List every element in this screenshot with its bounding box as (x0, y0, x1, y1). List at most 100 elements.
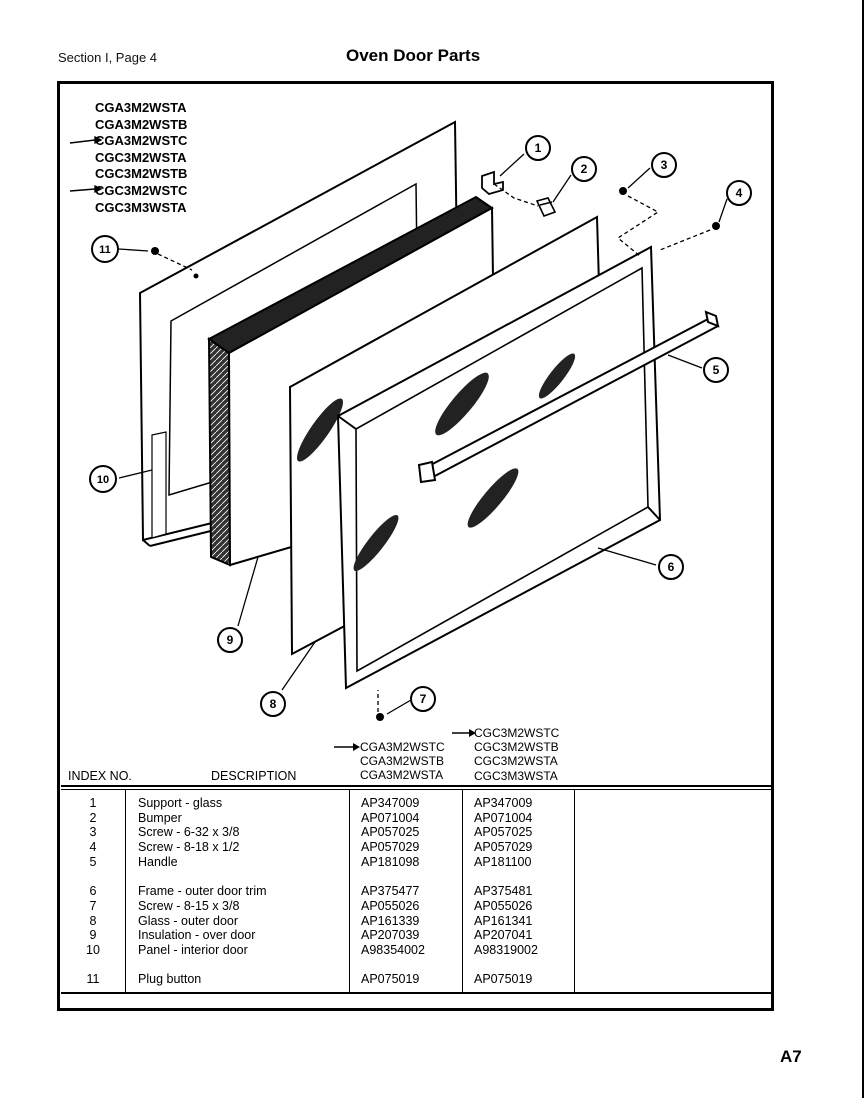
part-column-b: AP347009 AP071004 AP057025 AP057029 AP18… (474, 796, 538, 987)
model-name: CGC3M3WSTA (474, 768, 558, 783)
callout-markers (89, 135, 752, 717)
table-cell: AP181098 (361, 854, 420, 869)
table-cell: AP161339 (361, 913, 420, 928)
callout-label: 1 (535, 141, 542, 155)
door-handle (417, 310, 720, 484)
table-cell: A98319002 (474, 942, 538, 957)
table-cell: AP057025 (474, 825, 533, 840)
table-cell: Screw - 6-32 x 3/8 (138, 825, 240, 840)
table-cell: Glass - outer door (138, 913, 239, 928)
callout-5 (703, 357, 729, 383)
table-cell: AP075019 (474, 972, 533, 987)
table-cell: AP375481 (474, 884, 533, 899)
arrow-icon (334, 743, 360, 751)
page-title: Oven Door Parts (346, 46, 481, 65)
table-cell: AP347009 (474, 796, 533, 810)
table-cell: 2 (89, 810, 97, 825)
model-name: CGC3M2WSTB (474, 740, 559, 755)
model-name: CGC3M2WSTA (474, 754, 558, 769)
table-rule (61, 785, 771, 787)
model-name: CGC3M2WSTA (95, 149, 187, 165)
table-cell: Handle (138, 854, 178, 869)
model-list: CGA3M2WSTA CGA3M2WSTB CGA3M2WSTC CGC3M2W… (95, 100, 187, 216)
table-cell: AP055026 (474, 898, 533, 913)
model-name: CGC3M3WSTA (95, 199, 187, 215)
table-rule (61, 789, 771, 790)
table-cell: Panel - interior door (138, 942, 248, 957)
table-cell: 5 (89, 854, 97, 869)
callout-label: 2 (581, 162, 588, 176)
callout-label: 11 (99, 244, 111, 256)
screws (151, 187, 720, 721)
arrow-icon (452, 729, 476, 737)
table-cell: 6 (89, 884, 97, 899)
table-cell: 10 (86, 942, 100, 957)
model-name: CGC3M2WSTC (474, 726, 560, 740)
callout-label: 10 (97, 474, 109, 486)
table-cell: 1 (89, 796, 97, 810)
table-cell: 4 (89, 840, 97, 855)
table-cell: Frame - outer door trim (138, 884, 267, 899)
column-divider (574, 789, 575, 992)
description-column: Support - glass Bumper Screw - 6-32 x 3/… (138, 796, 267, 987)
table-cell: AP055026 (361, 898, 420, 913)
model-name: CGA3M2WSTA (95, 100, 187, 115)
model-name: CGA3M2WSTA (360, 768, 444, 783)
table-cell: Support - glass (138, 796, 223, 810)
callout-label: 3 (661, 158, 668, 172)
table-rule (61, 992, 771, 994)
callout-9 (217, 627, 243, 653)
table-cell: 8 (89, 913, 97, 928)
callout-label: 9 (227, 633, 234, 647)
part-column-a: AP347009 AP071004 AP057025 AP057029 AP18… (361, 796, 425, 987)
table-cell: 11 (86, 972, 100, 987)
callout-8 (260, 691, 286, 717)
table-cell: AP071004 (474, 810, 533, 825)
column-b-models: CGC3M2WSTC CGC3M2WSTB CGC3M2WSTA CGC3M3W… (474, 726, 559, 783)
model-name: CGA3M2WSTC (95, 133, 188, 149)
callout-11 (91, 235, 119, 263)
table-cell: AP375477 (361, 884, 420, 899)
index-header: INDEX NO. (68, 769, 132, 783)
table-cell: Plug button (138, 972, 202, 987)
model-name: CGA3M2WSTB (360, 754, 445, 769)
description-header: DESCRIPTION (211, 769, 297, 783)
callout-1 (525, 135, 551, 161)
callout-7 (410, 686, 436, 712)
column-divider (349, 789, 350, 992)
callout-3 (651, 152, 677, 178)
callout-label: 8 (270, 697, 277, 711)
column-divider (462, 789, 463, 992)
page-code: A7 (780, 1047, 802, 1066)
column-a-models: CGA3M2WSTC CGA3M2WSTB CGA3M2WSTA (360, 740, 445, 783)
table-cell: Screw - 8-18 x 1/2 (138, 840, 240, 855)
table-cell: AP181100 (474, 854, 532, 869)
callout-6 (658, 554, 684, 580)
callout-2 (571, 156, 597, 182)
table-cell: AP057029 (361, 840, 420, 855)
table-cell: AP207039 (361, 928, 420, 943)
bumper (535, 197, 557, 218)
exploded-diagram: 1 2 3 4 5 6 7 8 9 10 11 (69, 120, 752, 721)
callout-label: 7 (420, 692, 427, 706)
leader-lines (69, 135, 728, 715)
model-name: CGC3M2WSTB (95, 166, 188, 182)
table-cell: AP057029 (474, 840, 533, 855)
table-cell: 9 (89, 928, 97, 943)
callout-4 (726, 180, 752, 206)
table-cell: AP071004 (361, 810, 420, 825)
table-cell: 3 (89, 825, 97, 840)
table-cell: AP207041 (474, 928, 533, 943)
callout-10 (89, 465, 117, 493)
column-divider (125, 789, 126, 992)
table-cell: AP075019 (361, 972, 420, 987)
table-cell: AP347009 (361, 796, 420, 810)
model-name: CGA3M2WSTB (95, 116, 188, 132)
index-column: 1 2 3 4 5 6 7 8 9 10 11 (66, 796, 120, 987)
table-cell: AP057025 (361, 825, 420, 840)
callout-label: 4 (736, 186, 743, 200)
outer-door-frame (336, 245, 662, 690)
table-cell: Screw - 8-15 x 3/8 (138, 898, 240, 913)
model-name: CGA3M2WSTC (360, 740, 445, 754)
